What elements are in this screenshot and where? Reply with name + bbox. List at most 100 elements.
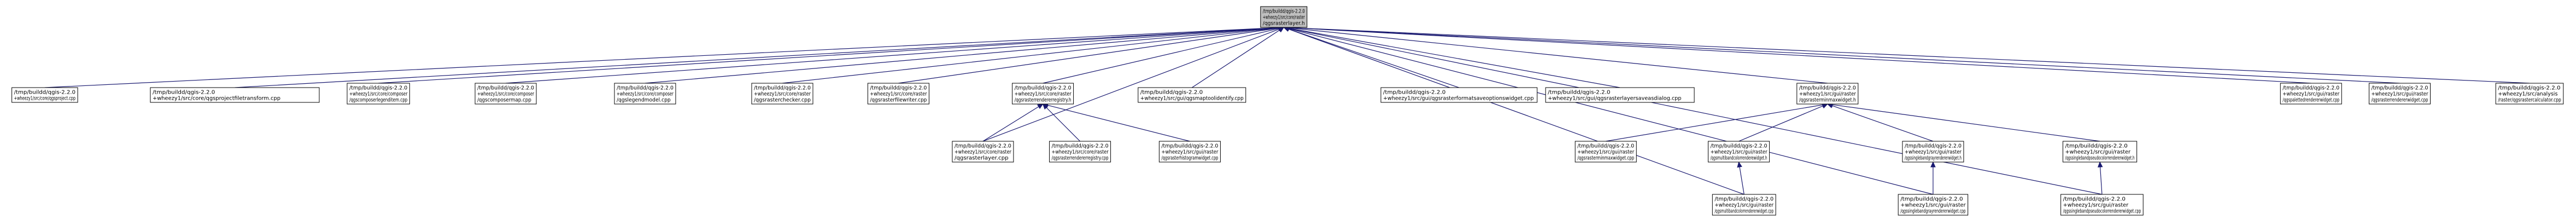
edge-line [378,27,1279,84]
edge-n25-to-root [1283,26,2103,195]
edge-n18-to-n8 [1042,102,1190,142]
edge-n7-to-root [898,25,1285,84]
edge-n19-to-n12 [1606,102,1829,142]
node-label-line: /tmp/buildd/qgis-2.2.0 [1140,90,1203,96]
file-node-n21[interactable]: /tmp/buildd/qgis-2.2.0+wheezy1/src/gui/r… [1902,141,1964,163]
node-box [867,83,929,105]
file-node-n8[interactable]: /tmp/buildd/qgis-2.2.0+wheezy1/src/core/… [1012,83,1074,105]
edge-arrowhead [1037,103,1044,110]
node-box [1012,83,1074,105]
file-node-n1[interactable]: /tmp/buildd/qgis-2.2.0+wheezy1/src/core/… [11,87,78,103]
nodes-layer: /tmp/buildd/qgis-2.2.0 +wheezy1/src/core/… [11,6,2564,216]
file-node-n18[interactable]: /tmp/buildd/qgis-2.2.0+wheezy1/src/gui/r… [1158,141,1221,163]
node-label-line: /qgssinglebandgrayrendererwidget.cpp [1900,209,1965,215]
node-label-line: /qgsrasterminmaxwidget.h [1799,97,1856,103]
edge-line [2100,166,2103,195]
node-label-line: /qgsmultibandcolorrenderewidget.h [1711,155,1767,162]
edge-line [1289,27,2530,84]
node-label-line: +wheezy1/src/gui/qgsrasterlayersaveasdia… [1548,96,1681,102]
node-label-line: /qgscomposermap.cpp [477,97,531,103]
file-node-n15[interactable]: /tmp/buildd/qgis-2.2.0+wheezy1/src/analy… [2495,83,2564,105]
file-node-n4[interactable]: /tmp/buildd/qgis-2.2.0+wheezy1/src/core/… [475,83,537,105]
node-label-line: /tmp/buildd/qgis-2.2.0 [1052,143,1109,149]
file-node-n20[interactable]: /tmp/buildd/qgis-2.2.0+wheezy1/src/gui/r… [1708,141,1770,163]
node-label-line: /tmp/buildd/qgis-2.2.0 [1714,197,1773,203]
edge-line [1289,27,2311,84]
node-label-line: /tmp/buildd/qgis-2.2.0 [2371,85,2428,91]
node-box [952,141,1014,163]
edge-line [1191,30,1280,88]
edge-line [1606,104,1823,142]
node-label-line: /qgspalettedrendererwidget.cpp [2282,97,2339,103]
edge-arrowhead [1930,161,1936,168]
file-node-n13[interactable]: /tmp/buildd/qgis-2.2.0+wheezy1/src/gui/r… [2280,83,2342,105]
node-box [2368,83,2431,105]
edges-layer [44,25,2530,195]
file-node-n2[interactable]: /tmp/buildd/qgis-2.2.0+wheezy1/src/core/… [150,87,320,103]
node-label-line: +wheezy1/src/gui/raster [2063,203,2129,209]
node-label-line: +wheezy1/src/gui/raster [1711,149,1768,155]
node-label-line: /qgssinglebandgrayrendererwidget.h [1905,155,1962,162]
node-label-line: /tmp/buildd/qgis-2.2.0 [1905,143,1962,149]
edge-n1-to-root [44,25,1285,88]
file-node-n12[interactable]: /tmp/buildd/qgis-2.2.0+wheezy1/src/gui/r… [1796,83,1859,105]
edge-n17-to-n8 [1042,103,1080,142]
edge-n14-to-root [1283,25,2400,84]
node-label-line: /qgsrasterrendererwidget.cpp [2371,97,2428,103]
edge-line [1043,28,1279,84]
file-node-n10[interactable]: /tmp/buildd/qgis-2.2.0+wheezy1/src/gui/q… [1380,87,1538,103]
node-label-line: +wheezy1/src/core/qgsproject.cpp [14,96,76,102]
file-node-n24[interactable]: /tmp/buildd/qgis-2.2.0+wheezy1/src/gui/r… [1898,194,1969,216]
node-box [1574,141,1637,163]
node-label-line: /qgsrasterlayer.h [1263,21,1305,27]
node-label-line: /tmp/buildd/qgis-2.2.0 [1015,85,1072,91]
edge-line [1288,28,2103,195]
node-label-line: +wheezy1/src/core/raster [955,149,1012,155]
node-label-line: +wheezy1/src/core/composer [349,91,408,97]
node-box [1138,87,1246,103]
node-label-line: +wheezy1/src/gui/raster [1577,149,1635,155]
node-label-line: /tmp/buildd/qgis-2.2.0 [1263,9,1305,15]
file-node-n11[interactable]: /tmp/buildd/qgis-2.2.0+wheezy1/src/gui/q… [1545,87,1695,103]
node-label-line: /tmp/buildd/qgis-2.2.0 [1799,85,1856,91]
file-node-n22[interactable]: /tmp/buildd/qgis-2.2.0+wheezy1/src/gui/r… [2062,141,2138,163]
file-node-n7[interactable]: /tmp/buildd/qgis-2.2.0+wheezy1/src/core/… [867,83,929,105]
edge-n23-to-root [1283,26,1744,195]
file-node-n14[interactable]: /tmp/buildd/qgis-2.2.0+wheezy1/src/gui/r… [2368,83,2431,105]
node-label-line: /tmp/buildd/qgis-2.2.0 [153,90,215,96]
node-label-line: /qgsrasterrendererregistry.cpp [1052,155,1109,162]
file-node-n17[interactable]: /tmp/buildd/qgis-2.2.0+wheezy1/src/core/… [1049,141,1111,163]
file-node-n25[interactable]: /tmp/buildd/qgis-2.2.0+wheezy1/src/gui/r… [2060,194,2144,216]
file-node-n19[interactable]: /tmp/buildd/qgis-2.2.0+wheezy1/src/gui/r… [1574,141,1637,163]
edge-line [1738,105,1823,142]
edge-line [1046,107,1080,142]
node-label-line: /tmp/buildd/qgis-2.2.0 [1383,90,1445,96]
file-node-n16[interactable]: /tmp/buildd/qgis-2.2.0+wheezy1/src/core/… [952,141,1014,163]
file-node-n3[interactable]: /tmp/buildd/qgis-2.2.0+wheezy1/src/core/… [347,83,410,105]
edge-line [1739,166,1744,195]
node-label-line: /tmp/buildd/qgis-2.2.0 [870,85,927,91]
node-box [1708,141,1770,163]
node-label-line: +wheezy1/src/gui/raster [2282,91,2340,97]
node-label-line: /qgssinglebandpseudocolorrendererwidget.… [2063,209,2141,215]
edge-n25-to-n22 [2097,161,2103,195]
node-label-line: +wheezy1/src/analysis [2498,91,2557,97]
node-box [2495,83,2564,105]
edge-line [1288,28,1934,195]
node-label-line: /qgsmultibandcolorrendererwidget.cpp [1714,209,1773,215]
edge-line [1288,28,1744,195]
file-node-n6[interactable]: /tmp/buildd/qgis-2.2.0+wheezy1/src/core/… [751,83,813,105]
node-label-line: +wheezy1/src/gui/raster [1900,203,1966,209]
node-label-line: /qgsrasterchecker.cpp [754,97,811,103]
edge-line [982,28,1280,142]
node-box [347,83,410,105]
edge-line [1289,27,2400,84]
edge-line [1832,104,2100,142]
node-label-line: +wheezy1/src/gui/raster [1714,203,1774,209]
file-node-n5[interactable]: /tmp/buildd/qgis-2.2.0+wheezy1/src/core/… [614,83,676,105]
node-label-line: +wheezy1/src/gui/raster [1905,149,1962,155]
file-node-n9[interactable]: /tmp/buildd/qgis-2.2.0+wheezy1/src/gui/q… [1138,87,1246,103]
node-label-line: /tmp/buildd/qgis-2.2.0 [1711,143,1767,149]
file-node-n23[interactable]: /tmp/buildd/qgis-2.2.0+wheezy1/src/gui/r… [1712,194,1776,216]
